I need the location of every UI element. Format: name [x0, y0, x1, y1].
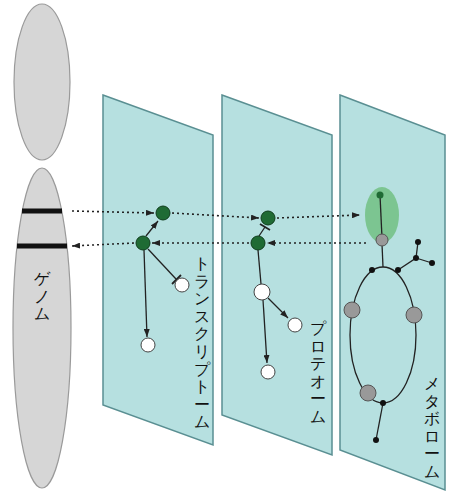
metabolite-node — [360, 385, 376, 401]
chromosome-arm — [13, 168, 71, 488]
layer-plane — [340, 95, 445, 490]
layer-plane — [103, 95, 213, 445]
genome-chromosome: ゲノム — [12, 2, 72, 490]
white-node — [254, 284, 270, 300]
metabolite-dot — [413, 255, 419, 261]
omics-layer: プロテオーム — [222, 95, 332, 455]
layer-label: プロテオーム — [310, 320, 326, 426]
white-node — [288, 318, 302, 332]
metabolite-node — [344, 302, 360, 318]
chromosome-arm — [14, 4, 70, 160]
green-node — [251, 236, 265, 250]
metabolite-dot — [395, 267, 401, 273]
metabolite-dot — [373, 437, 379, 443]
metabolite-dot — [377, 192, 384, 199]
metabolite-node — [376, 234, 388, 246]
layer-plane — [222, 95, 332, 455]
genome-label: ゲノム — [34, 270, 50, 323]
omics-layer: トランスクリプトーム — [103, 95, 213, 445]
green-node — [261, 211, 275, 225]
gene-band — [17, 244, 67, 249]
layer-label: メタボローム — [424, 375, 440, 481]
white-node — [175, 278, 189, 292]
layer-label: トランスクリプトーム — [194, 255, 210, 431]
white-node — [141, 338, 155, 352]
metabolite-dot — [369, 267, 375, 273]
green-node — [156, 206, 170, 220]
gene-band — [22, 209, 62, 214]
metabolite-dot — [415, 239, 421, 245]
white-node — [261, 365, 275, 379]
chromosome-outline — [12, 2, 72, 490]
metabolite-dot — [429, 260, 435, 266]
metabolite-dot — [380, 400, 386, 406]
omics-layer: メタボローム — [340, 95, 445, 490]
green-node — [136, 236, 150, 250]
metabolite-node — [406, 307, 422, 323]
